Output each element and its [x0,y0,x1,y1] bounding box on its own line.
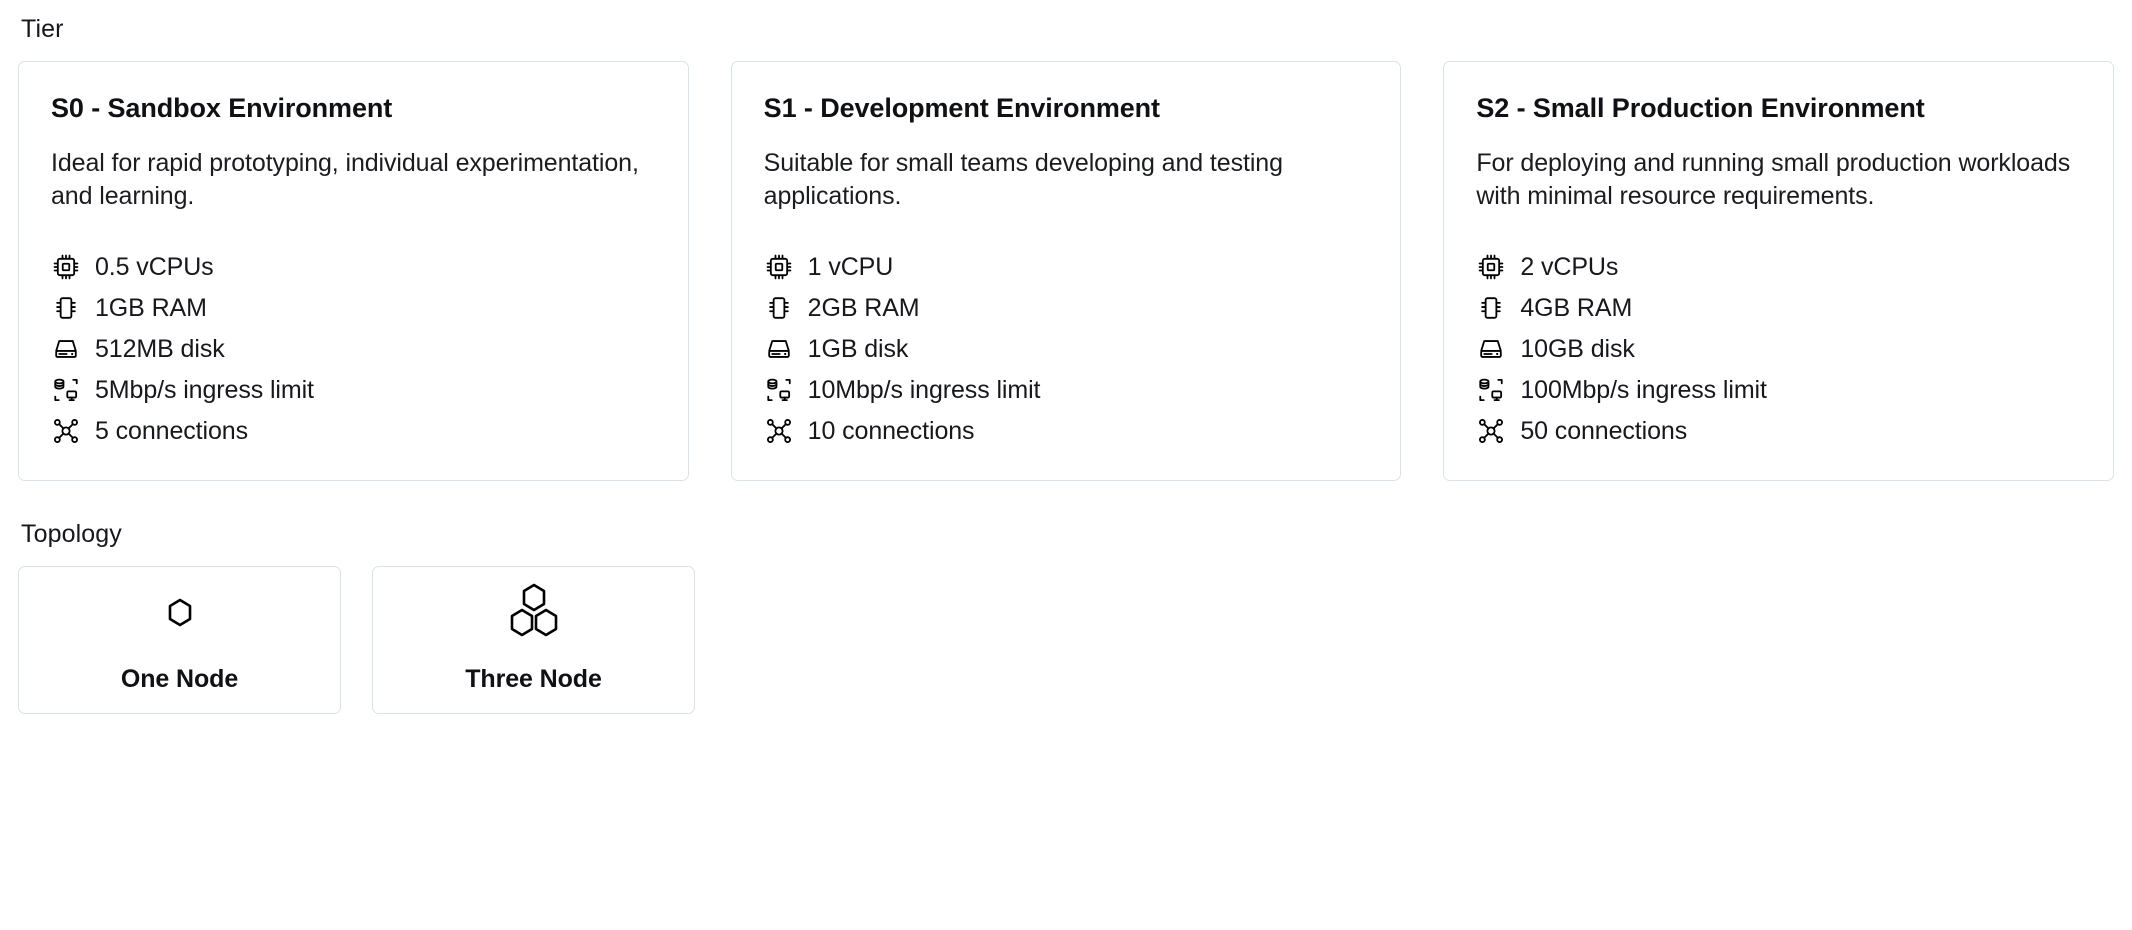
triple-hexagon-icon [494,583,574,645]
tier-title: S1 - Development Environment [763,93,1160,123]
spec-item: 10Mbp/s ingress limit [764,370,1369,411]
spec-value: 2 vCPUs [1520,252,1619,281]
memory-icon [51,293,81,323]
memory-icon [764,293,794,323]
tier-description: Suitable for small teams developing and … [763,148,1283,210]
cpu-icon [764,252,794,282]
spec-value: 50 connections [1520,416,1688,445]
connections-icon [764,416,794,446]
spec-value: 1GB disk [807,334,909,363]
tier-section-label: Tier [21,15,64,43]
single-hexagon-icon [152,585,208,645]
spec-item: 512MB disk [51,329,656,370]
spec-value: 1 vCPU [807,252,894,281]
tier-title: S0 - Sandbox Environment [51,93,393,123]
spec-value: 512MB disk [95,334,225,363]
cpu-icon [1476,252,1506,282]
spec-value: 1GB RAM [95,293,207,322]
disk-icon [764,334,794,364]
spec-value: 0.5 vCPUs [95,252,214,281]
tier-spec-list: 2 vCPUs 4GB RAM 10GB disk 100Mbp/s ingre… [1476,213,2081,452]
connections-icon [51,416,81,446]
topology-card-one-node[interactable]: One Node [18,565,341,714]
spec-value: 10 connections [807,416,975,445]
spec-item: 5Mbp/s ingress limit [51,370,656,411]
spec-value: 10Mbp/s ingress limit [807,375,1041,404]
topology-section-label: Topology [21,519,122,548]
memory-icon [1476,293,1506,323]
ingress-icon [51,375,81,405]
spec-value: 2GB RAM [807,293,920,322]
topology-card-list: One Node Three Node [18,565,2114,714]
spec-item: 10 connections [764,411,1369,452]
spec-item: 50 connections [1476,411,2081,452]
spec-item: 2 vCPUs [1476,247,2081,288]
ingress-icon [764,375,794,405]
topology-label: One Node [120,665,239,694]
spec-item: 100Mbp/s ingress limit [1476,370,2081,411]
spec-value: 4GB RAM [1520,293,1633,322]
tier-title: S2 - Small Production Environment [1476,93,1925,123]
spec-item: 10GB disk [1476,329,2081,370]
spec-value: 5 connections [95,416,248,445]
disk-icon [1476,334,1506,364]
topology-card-three-node[interactable]: Three Node [372,565,695,714]
cpu-icon [51,252,81,282]
tier-description: For deploying and running small producti… [1476,148,2071,210]
spec-value: 5Mbp/s ingress limit [95,375,314,404]
connections-icon [1476,416,1506,446]
spec-item: 1 vCPU [764,247,1369,288]
tier-description: Ideal for rapid prototyping, individual … [51,148,639,210]
ingress-icon [1476,375,1506,405]
spec-value: 10GB disk [1520,334,1635,363]
spec-value: 100Mbp/s ingress limit [1520,375,1767,404]
spec-item: 4GB RAM [1476,288,2081,329]
tier-spec-list: 0.5 vCPUs 1GB RAM 512MB disk 5Mbp/s ingr… [51,213,656,452]
topology-label: Three Node [465,665,602,694]
spec-item: 2GB RAM [764,288,1369,329]
disk-icon [51,334,81,364]
spec-item: 1GB RAM [51,288,656,329]
spec-item: 0.5 vCPUs [51,247,656,288]
tier-spec-list: 1 vCPU 2GB RAM 1GB disk 10Mbp/s ingress … [764,213,1369,452]
spec-item: 5 connections [51,411,656,452]
spec-item: 1GB disk [764,329,1369,370]
